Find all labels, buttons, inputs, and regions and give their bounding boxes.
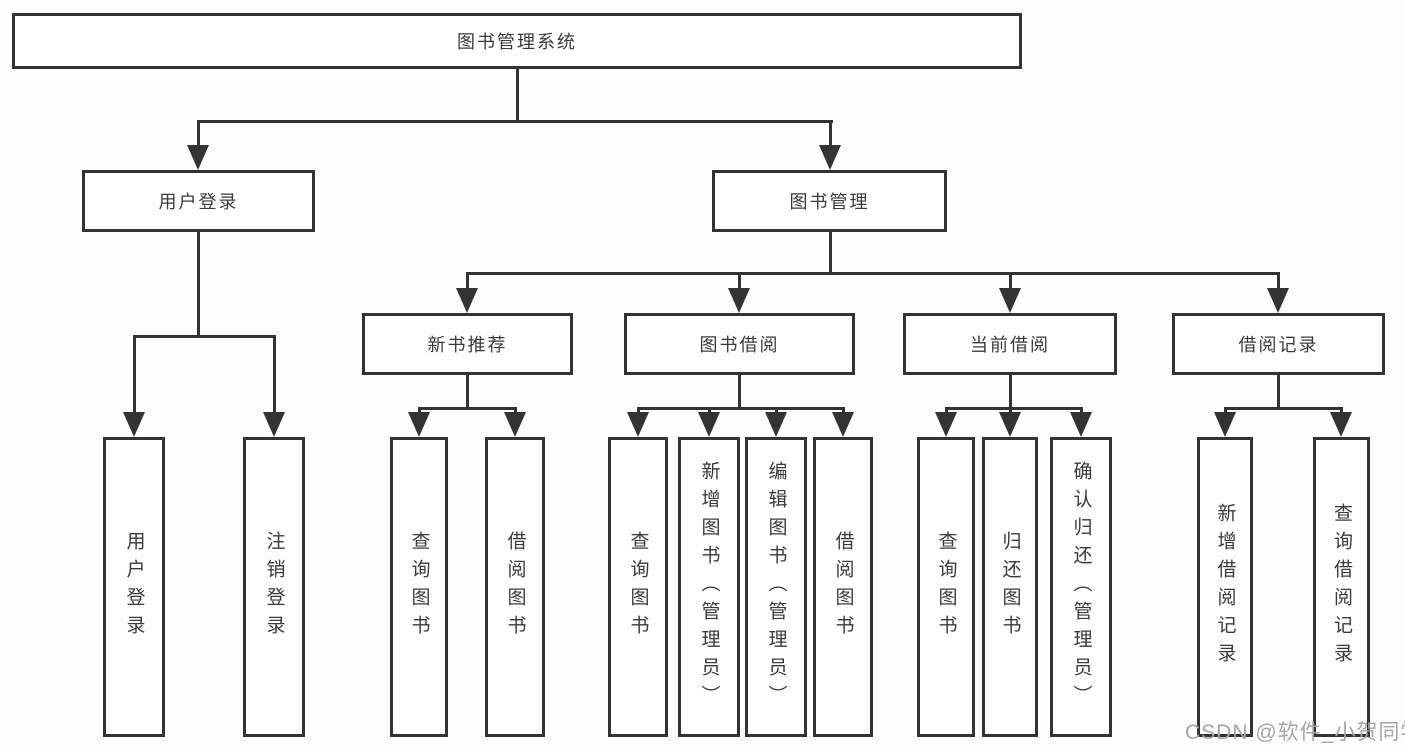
connector-mgmt-rail (466, 272, 1280, 275)
arrow-down-icon (408, 412, 430, 437)
arrow-down-icon (765, 412, 787, 437)
arrow-down-icon (1214, 412, 1236, 437)
connector-records-drop-2 (1340, 407, 1343, 412)
node-borrowing-borrow-books: 借阅图书 (813, 437, 873, 737)
connector-borrowing-drop-2 (708, 407, 711, 412)
connector-borrowing-drop-1 (637, 407, 640, 412)
connector-recommend-drop-2 (514, 407, 517, 412)
connector-root-drop-right (829, 120, 832, 145)
arrow-down-icon (1267, 288, 1289, 313)
arrow-down-icon (832, 412, 854, 437)
connector-login-stem (197, 232, 200, 335)
node-new-book-recommend: 新书推荐 (362, 313, 573, 375)
connector-records-stem (1277, 375, 1280, 407)
arrow-down-icon (698, 412, 720, 437)
connector-mgmt-drop-2 (738, 272, 741, 288)
connector-login-rail (133, 335, 276, 338)
connector-root-stem (516, 69, 519, 120)
connector-mgmt-drop-3 (1009, 272, 1012, 288)
node-library-management-system: 图书管理系统 (12, 13, 1022, 69)
arrow-down-icon (504, 412, 526, 437)
connector-mgmt-drop-1 (466, 272, 469, 288)
arrow-down-icon (935, 412, 957, 437)
connector-current-stem (1009, 375, 1012, 407)
node-borrowing-query-books: 查询图书 (608, 437, 668, 737)
arrow-down-icon (1330, 412, 1352, 437)
connector-records-rail (1224, 407, 1343, 410)
node-add-book-admin: 新增图书（管理员） (678, 437, 740, 737)
connector-current-drop-3 (1080, 407, 1083, 412)
arrow-down-icon (456, 288, 478, 313)
connector-borrowing-drop-3 (775, 407, 778, 412)
node-return-book: 归还图书 (982, 437, 1038, 737)
node-user-login-action: 用户登录 (103, 437, 165, 737)
node-query-borrow-record: 查询借阅记录 (1313, 437, 1370, 737)
arrow-down-icon (728, 288, 750, 313)
connector-current-drop-1 (945, 407, 948, 412)
connector-root-rail (197, 120, 833, 123)
arrow-down-icon (123, 412, 145, 437)
node-recommend-borrow-books: 借阅图书 (485, 437, 545, 737)
node-current-borrowing: 当前借阅 (903, 313, 1117, 375)
arrow-down-icon (819, 145, 841, 170)
connector-mgmt-stem (829, 232, 832, 272)
arrow-down-icon (627, 412, 649, 437)
connector-recommend-rail (418, 407, 517, 410)
connector-login-drop-2 (273, 335, 276, 412)
connector-recommend-drop-1 (418, 407, 421, 412)
node-edit-book-admin: 编辑图书（管理员） (745, 437, 807, 737)
connector-current-drop-2 (1009, 407, 1012, 412)
node-confirm-return-admin: 确认归还（管理员） (1050, 437, 1112, 737)
node-recommend-query-books: 查询图书 (390, 437, 448, 737)
connector-records-drop-1 (1224, 407, 1227, 412)
node-borrowing-records: 借阅记录 (1172, 313, 1385, 375)
node-book-management: 图书管理 (712, 170, 947, 232)
connector-mgmt-drop-4 (1277, 272, 1280, 288)
csdn-watermark: CSDN @软件_小贺同学 (1185, 721, 1405, 744)
connector-login-drop-1 (133, 335, 136, 412)
connector-current-rail (945, 407, 1083, 410)
node-logout: 注销登录 (243, 437, 305, 737)
arrow-down-icon (999, 412, 1021, 437)
connector-recommend-stem (466, 375, 469, 407)
arrow-down-icon (187, 145, 209, 170)
node-current-query-books: 查询图书 (917, 437, 975, 737)
node-user-login: 用户登录 (82, 170, 315, 232)
node-book-borrowing: 图书借阅 (624, 313, 855, 375)
connector-borrowing-stem (738, 375, 741, 407)
arrow-down-icon (999, 288, 1021, 313)
connector-borrowing-rail (637, 407, 845, 410)
connector-borrowing-drop-4 (842, 407, 845, 412)
arrow-down-icon (1070, 412, 1092, 437)
arrow-down-icon (263, 412, 285, 437)
connector-root-drop-left (197, 120, 200, 145)
node-add-borrow-record: 新增借阅记录 (1197, 437, 1253, 737)
